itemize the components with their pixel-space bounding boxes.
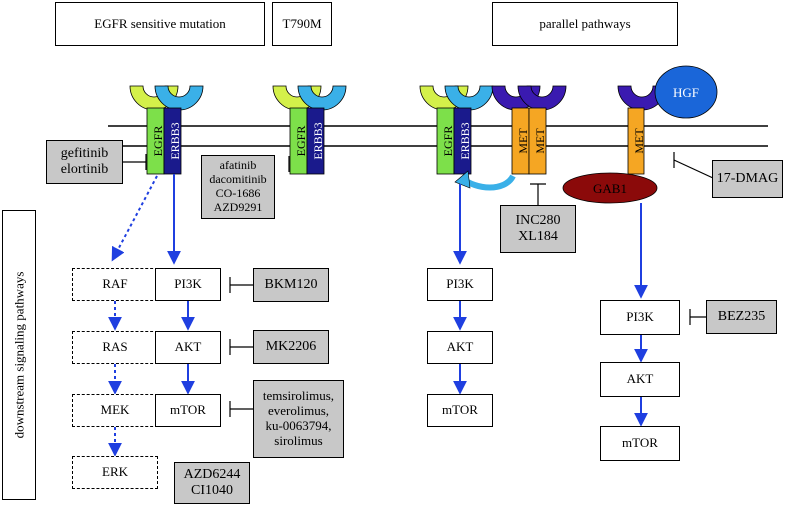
node-ras: RAS bbox=[72, 331, 158, 364]
inhibitor-afatinib-line4: AZD9291 bbox=[213, 199, 263, 214]
inhibitor-inc280-line1: INC280 bbox=[515, 212, 561, 228]
cup-sky-1 bbox=[154, 85, 204, 111]
receptor-cups-met-dimer bbox=[491, 85, 567, 111]
node-akt-1: AKT bbox=[155, 331, 221, 364]
receptor-cups-egfr-erbb3-2 bbox=[272, 85, 347, 111]
label-egfr-2: EGFR bbox=[294, 126, 308, 157]
tbar-gefitinib bbox=[122, 154, 147, 170]
gab1-ellipse bbox=[562, 172, 658, 204]
inhibitor-temsirolimus-line4: sirolimus bbox=[274, 432, 323, 448]
node-mtor-3: mTOR bbox=[427, 394, 493, 427]
label-erbb3-2: ERBB3 bbox=[311, 122, 325, 159]
tbar-temsirolimus bbox=[229, 401, 253, 417]
inhibitor-17-dmag: 17-DMAG bbox=[712, 160, 783, 198]
label-met-1: MET bbox=[516, 128, 530, 154]
inhibitor-bkm120: BKM120 bbox=[253, 268, 329, 302]
label-hgf: HGF bbox=[673, 85, 699, 100]
node-mtor-1: mTOR bbox=[155, 394, 221, 427]
inhibitor-temsirolimus-line2: everolimus, bbox=[267, 403, 329, 419]
inhibitor-gefitinib: gefitinib elortinib bbox=[46, 140, 123, 184]
node-pi3k-right: PI3K bbox=[600, 300, 680, 335]
curved-arrow-head bbox=[454, 170, 471, 189]
inhibitor-gefitinib-line1: gefitinib bbox=[60, 145, 109, 161]
tbar-17dmag bbox=[673, 152, 714, 179]
tbar-mk2206 bbox=[229, 339, 253, 355]
inhibitor-temsirolimus-line3: ku-0063794, bbox=[265, 418, 332, 433]
inhibitor-gefitinib-line2: elortinib bbox=[60, 162, 109, 177]
inhibitor-afatinib-line3: CO-1686 bbox=[215, 186, 261, 200]
inhibitor-afatinib-line2: dacomitinib bbox=[209, 172, 267, 187]
cup-met-2 bbox=[517, 85, 567, 111]
inhibitor-bez235-line1: BEZ235 bbox=[717, 308, 766, 324]
inhibitor-afatinib: afatinib dacomitinib CO-1686 AZD9291 bbox=[201, 155, 275, 219]
receptor-cups-egfr-erbb3-1 bbox=[129, 85, 204, 111]
met-bar-2 bbox=[528, 107, 547, 175]
erbb3-bar-2 bbox=[306, 107, 325, 175]
side-label-downstream: downstream signaling pathways bbox=[2, 210, 36, 500]
inhibitor-azd6244-line1: AZD6244 bbox=[183, 466, 241, 482]
inhibitor-azd6244-line2: CI1040 bbox=[191, 483, 233, 498]
inhibitor-mk2206: MK2206 bbox=[253, 330, 329, 364]
label-erbb3-3: ERBB3 bbox=[458, 122, 472, 159]
label-met-2: MET bbox=[533, 128, 547, 154]
hgf-ellipse bbox=[654, 65, 718, 119]
node-mtor-right: mTOR bbox=[600, 426, 680, 461]
inhibitor-17-dmag-line1: 17-DMAG bbox=[716, 170, 779, 186]
node-pi3k-3: PI3K bbox=[427, 268, 493, 301]
erbb3-bar-1 bbox=[163, 107, 182, 175]
inhibitor-bkm120-line1: BKM120 bbox=[264, 276, 318, 292]
inhibitor-temsirolimus-line1: temsirolimus, bbox=[262, 388, 335, 404]
tbar-bkm120 bbox=[229, 277, 253, 293]
tbar-bez235 bbox=[689, 309, 706, 325]
cup-sky-2 bbox=[297, 85, 347, 111]
inhibitor-mk2206-line1: MK2206 bbox=[265, 338, 317, 354]
node-erk: ERK bbox=[72, 456, 158, 489]
inhibitor-temsirolimus: temsirolimus, everolimus, ku-0063794, si… bbox=[253, 380, 344, 458]
node-raf: RAF bbox=[72, 268, 158, 301]
label-gab1: GAB1 bbox=[593, 181, 627, 196]
node-pi3k-1: PI3K bbox=[155, 268, 221, 301]
node-akt-3: AKT bbox=[427, 331, 493, 364]
label-egfr-1: EGFR bbox=[151, 126, 165, 157]
label-erbb3-1: ERBB3 bbox=[168, 122, 182, 159]
node-mek: MEK bbox=[72, 394, 158, 427]
inhibitor-inc280: INC280 XL184 bbox=[500, 205, 576, 253]
arrow-egfr-to-raf bbox=[111, 175, 158, 262]
inhibitor-afatinib-line1: afatinib bbox=[219, 158, 257, 173]
met-bar-right bbox=[627, 107, 645, 175]
erbb3-bar-3 bbox=[453, 107, 472, 175]
node-akt-right: AKT bbox=[600, 362, 680, 397]
tbar-inc280 bbox=[530, 183, 546, 205]
inhibitor-inc280-line2: XL184 bbox=[518, 229, 558, 244]
receptor-cups-egfr-erbb3-3 bbox=[419, 85, 494, 111]
label-egfr-3: EGFR bbox=[441, 126, 455, 157]
header-egfr-sensitive-mutation: EGFR sensitive mutation bbox=[55, 2, 265, 46]
inhibitor-azd6244: AZD6244 CI1040 bbox=[174, 462, 250, 504]
inhibitor-bez235: BEZ235 bbox=[706, 300, 777, 334]
header-parallel-pathways: parallel pathways bbox=[492, 2, 678, 46]
header-t790m: T790M bbox=[272, 2, 332, 46]
label-met-right: MET bbox=[632, 128, 646, 154]
